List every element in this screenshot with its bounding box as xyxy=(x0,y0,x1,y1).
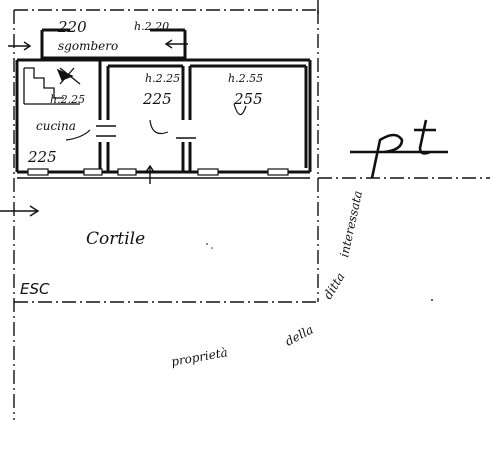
cortile-label: Cortile xyxy=(86,229,145,249)
sgombero-label: sgombero xyxy=(58,39,118,53)
room-right-area: 255 xyxy=(233,90,263,108)
room-mid-area: 225 xyxy=(142,90,172,108)
sgombero-area: 220 xyxy=(57,18,87,36)
pt-mark xyxy=(350,119,448,179)
cucina-height: h.2.25 xyxy=(50,93,85,106)
room-right-height: h.2.55 xyxy=(228,72,263,85)
building-walls xyxy=(15,58,312,179)
property-boundary xyxy=(13,0,490,420)
pt-label: pt xyxy=(380,170,382,173)
property-word-2: della xyxy=(283,322,316,348)
cucina-area: 225 xyxy=(27,148,57,166)
cucina-label: cucina xyxy=(36,119,76,133)
property-word-1: proprietà xyxy=(170,345,229,369)
esc-label: ESC xyxy=(20,280,50,298)
staircase-icon xyxy=(23,67,81,105)
property-word-3: ditta xyxy=(321,270,348,301)
scan-specks xyxy=(206,15,433,301)
entry-arrows xyxy=(0,39,188,217)
room-mid-height: h.2.25 xyxy=(145,72,180,85)
windows xyxy=(27,168,289,176)
sgombero-height: h.2.20 xyxy=(134,20,169,33)
property-word-4: interessata xyxy=(337,189,365,258)
door-swings xyxy=(65,103,247,141)
